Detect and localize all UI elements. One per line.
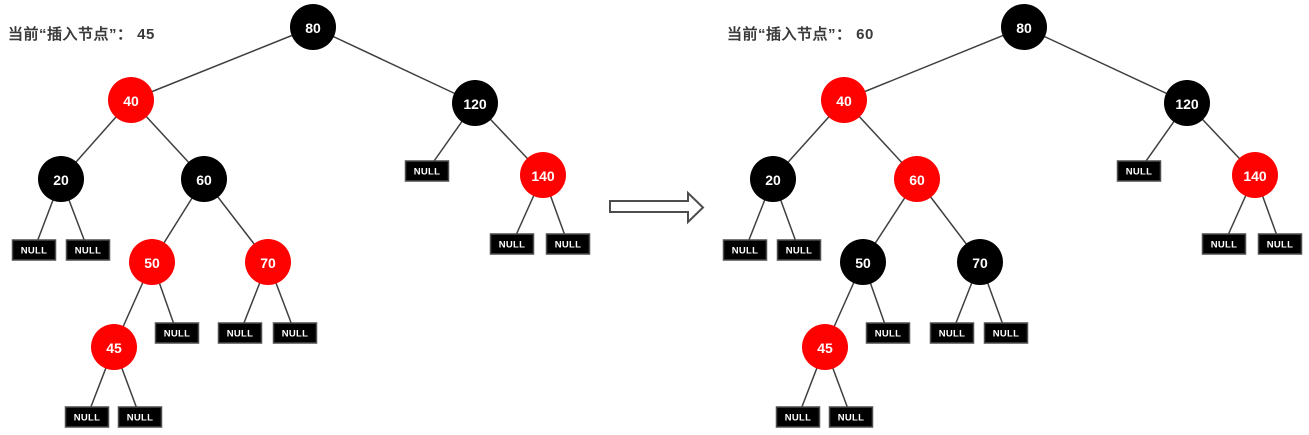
right-insert-label: 当前“插入节点”： 60 (727, 26, 874, 43)
null-leaf (1201, 233, 1247, 255)
tree-node-80 (1001, 4, 1047, 50)
null-leaf (1257, 233, 1303, 255)
tree-node-value: 20 (53, 172, 69, 188)
tree-node-50 (840, 239, 886, 285)
tree-edge (130, 26, 314, 101)
null-leaf-label: NULL (786, 246, 813, 257)
null-leaf (776, 239, 822, 261)
tree-node-70 (957, 239, 1003, 285)
tree-edge (1023, 26, 1188, 104)
tree-node-value: 20 (765, 172, 781, 188)
null-leaf (11, 239, 57, 261)
null-leaf (272, 322, 318, 344)
null-leaf (983, 322, 1029, 344)
null-leaf (404, 160, 450, 182)
null-leaf-label: NULL (555, 240, 582, 251)
tree-node-80 (290, 4, 336, 50)
null-leaf-label: NULL (127, 413, 154, 424)
null-leaf (1116, 160, 1162, 182)
null-leaf-label: NULL (282, 329, 309, 340)
null-leaf (775, 406, 821, 428)
tree-node-60 (181, 156, 227, 202)
null-leaf (865, 322, 911, 344)
tree-node-20 (38, 156, 84, 202)
tree-node-60 (894, 156, 940, 202)
null-leaf-label: NULL (1126, 167, 1153, 178)
left-insert-label: 当前“插入节点”： 45 (8, 26, 155, 43)
tree-node-value: 140 (531, 168, 555, 184)
tree-node-value: 40 (836, 93, 852, 109)
null-leaf-label: NULL (499, 240, 526, 251)
null-leaf-label: NULL (993, 329, 1020, 340)
tree-node-value: 120 (1175, 96, 1199, 112)
tree-node-value: 80 (1016, 20, 1032, 36)
null-leaf-label: NULL (1211, 240, 1238, 251)
tree-node-70 (245, 239, 291, 285)
tree-node-20 (750, 156, 796, 202)
tree-node-value: 60 (909, 172, 925, 188)
null-leaf-label: NULL (227, 329, 254, 340)
null-leaf-label: NULL (75, 246, 102, 257)
tree-node-value: 60 (196, 172, 212, 188)
arrow-icon (609, 190, 705, 225)
tree-node-120 (452, 80, 498, 126)
tree-node-45 (91, 324, 137, 370)
null-leaf (489, 233, 535, 255)
tree-node-140 (1232, 152, 1278, 198)
tree-node-value: 80 (305, 20, 321, 36)
tree-node-value: 70 (260, 255, 276, 271)
tree-node-140 (520, 152, 566, 198)
tree-node-50 (129, 239, 175, 285)
null-leaf-label: NULL (875, 329, 902, 340)
null-leaf (722, 239, 768, 261)
null-leaf-label: NULL (939, 329, 966, 340)
null-leaf-label: NULL (414, 167, 441, 178)
null-leaf (929, 322, 975, 344)
null-leaf-label: NULL (164, 329, 191, 340)
null-leaf-label: NULL (732, 246, 759, 257)
tree-node-40 (108, 77, 154, 123)
null-leaf (117, 406, 163, 428)
null-leaf-label: NULL (838, 413, 865, 424)
null-leaf (154, 322, 200, 344)
null-leaf (64, 406, 110, 428)
tree-node-45 (802, 324, 848, 370)
tree-node-value: 120 (463, 96, 487, 112)
tree-edge (843, 26, 1025, 101)
null-leaf (217, 322, 263, 344)
null-leaf-label: NULL (74, 413, 101, 424)
tree-node-value: 50 (855, 255, 871, 271)
tree-edge (312, 26, 476, 104)
null-leaf (828, 406, 874, 428)
tree-node-value: 45 (817, 340, 833, 356)
tree-node-value: 50 (144, 255, 160, 271)
null-leaf-label: NULL (785, 413, 812, 424)
null-leaf (545, 233, 591, 255)
tree-node-value: 140 (1243, 168, 1267, 184)
null-leaf-label: NULL (21, 246, 48, 257)
tree-node-value: 45 (106, 340, 122, 356)
null-leaf (65, 239, 111, 261)
tree-node-40 (821, 77, 867, 123)
tree-node-value: 40 (123, 93, 139, 109)
tree-node-120 (1164, 80, 1210, 126)
null-leaf-label: NULL (1267, 240, 1294, 251)
tree-node-value: 70 (972, 255, 988, 271)
